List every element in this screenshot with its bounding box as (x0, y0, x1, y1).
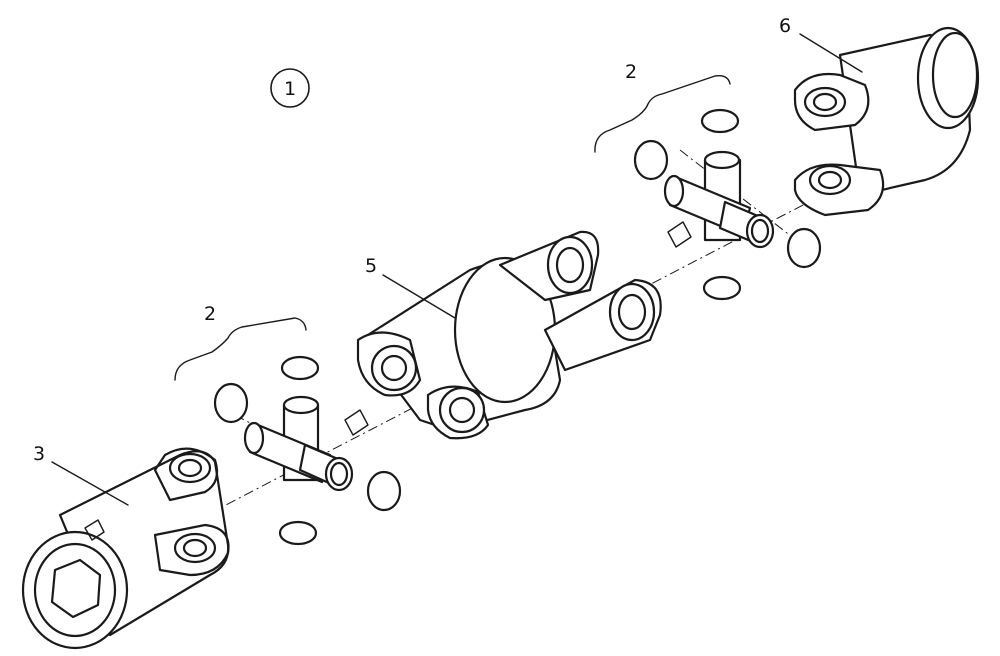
assembly-callout-number: 1 (284, 78, 296, 100)
label-cross-kit-left: 2 (204, 303, 216, 325)
center-yoke-part-5 (356, 230, 662, 440)
label-cross-kit-right: 2 (625, 61, 637, 83)
left-kit-bracket (174, 317, 307, 381)
grease-nipple (667, 221, 692, 248)
snap-ring (366, 470, 402, 512)
snap-ring (702, 275, 742, 301)
snap-ring (213, 382, 249, 424)
snap-ring (786, 227, 822, 269)
snap-ring (700, 108, 740, 134)
label-inner-yoke: 3 (33, 443, 45, 465)
left-cross-kit (213, 355, 402, 546)
leader-lines (51, 33, 863, 506)
snap-ring (633, 139, 669, 181)
snap-ring (278, 520, 318, 546)
right-yoke-part-6 (793, 26, 980, 217)
left-yoke-part-3 (21, 447, 230, 650)
hex-bore (50, 558, 102, 619)
snap-ring (280, 355, 320, 381)
label-center-yoke: 5 (365, 255, 377, 277)
part-labels: 2 2 3 5 6 (33, 15, 791, 465)
label-outer-yoke: 6 (779, 15, 791, 37)
grease-nipple (344, 409, 369, 436)
right-kit-bracket (594, 74, 731, 153)
assembly-callout: 1 (270, 68, 310, 108)
right-cross-kit (633, 108, 822, 301)
